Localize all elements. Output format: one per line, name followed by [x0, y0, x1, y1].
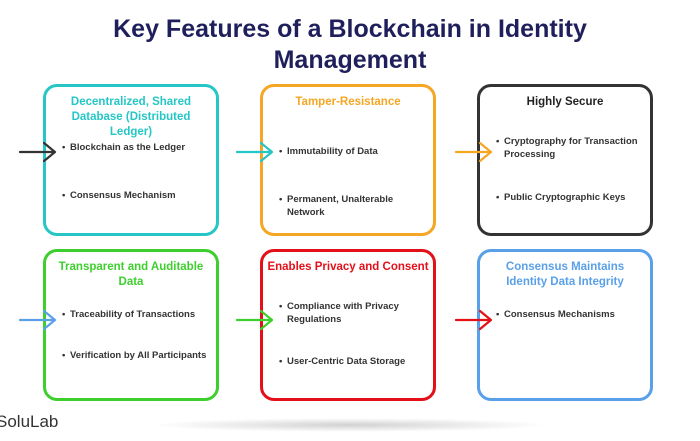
arrow-right-icon [235, 309, 274, 331]
arrow-right-icon [235, 141, 274, 163]
feature-card-transparent-and-auditable-data: Transparent and Auditable DataTraceabili… [43, 249, 219, 401]
feature-item: Consensus Mechanisms [496, 308, 644, 321]
feature-card-title: Enables Privacy and Consent [267, 261, 429, 273]
feature-card-tamper-resistance: Tamper-ResistanceImmutability of DataPer… [260, 84, 436, 236]
feature-item: Immutability of Data [279, 145, 427, 158]
feature-item: Traceability of Transactions [62, 308, 210, 321]
feature-card-consensus-maintains-identity-data-integrity: Consensus Maintains Identity Data Integr… [477, 249, 653, 401]
feature-card-title: Decentralized, Shared Database (Distribu… [70, 96, 192, 138]
feature-item: Permanent, Unalterable Network [279, 193, 427, 219]
arrow-right-icon [454, 141, 493, 163]
feature-item: User-Centric Data Storage [279, 355, 427, 368]
feature-card-title: Transparent and Auditable Data [58, 261, 204, 288]
arrow-right-icon [18, 141, 57, 163]
feature-card-title: Highly Secure [526, 96, 604, 108]
feature-item: Compliance with Privacy Regulations [279, 300, 427, 326]
feature-card-decentralized-shared-database-distributed-ledger: Decentralized, Shared Database (Distribu… [43, 84, 219, 236]
feature-card-title: Tamper-Resistance [295, 96, 401, 108]
feature-item: Cryptography for Transaction Processing [496, 135, 644, 161]
page-title: Key Features of a Blockchain in Identity… [113, 15, 587, 74]
feature-card-highly-secure: Highly SecureCryptography for Transactio… [477, 84, 653, 236]
feature-item: Public Cryptographic Keys [496, 191, 644, 204]
bottom-shadow [150, 418, 550, 432]
feature-card-title: Consensus Maintains Identity Data Integr… [505, 261, 625, 288]
feature-item: Blockchain as the Ledger [62, 141, 210, 154]
feature-item: Consensus Mechanism [62, 189, 210, 202]
feature-item: Verification by All Participants [62, 349, 210, 362]
arrow-right-icon [454, 309, 493, 331]
arrow-right-icon [18, 309, 57, 331]
brand-logo-text: SoluLab [0, 412, 59, 431]
feature-card-enables-privacy-and-consent: Enables Privacy and ConsentCompliance wi… [260, 249, 436, 401]
